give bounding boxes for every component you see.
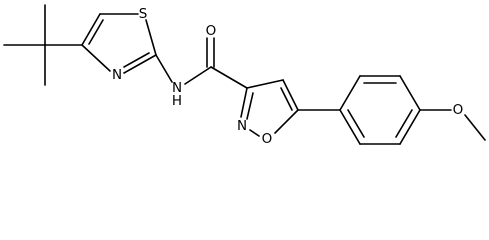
bond-ph-c6-c1-double — [347, 109, 365, 138]
phenyl-ring — [297, 75, 421, 145]
bond-iso-n2-c3 — [240, 87, 248, 118]
bond-iso-c5-o1 — [274, 109, 299, 134]
bond-ph-c6-c1 — [339, 109, 361, 145]
atom-isoxazole-nitrogen: N — [237, 118, 247, 134]
bond-ph-c4-c5-double — [395, 109, 413, 138]
thiazole-ring — [81, 13, 157, 74]
bond-c2-nh — [155, 54, 173, 83]
bond-ph-c1-c2 — [339, 75, 361, 111]
atom-thiazole-nitrogen: N — [112, 67, 122, 83]
atom-sulfur: S — [139, 6, 148, 22]
bond-c4-c5 — [81, 13, 101, 46]
molecule-canvas: S N N H O N O O — [3, 4, 486, 147]
bond-ph-c3-c4 — [399, 75, 421, 111]
bond-n3-c4 — [81, 44, 111, 72]
bond-c4-c5-double — [88, 19, 104, 45]
bond-nh-carbonyl — [184, 66, 212, 85]
bond-carbonyl-to-isoxazole — [210, 66, 248, 89]
tert-butyl-group — [3, 4, 83, 86]
atom-methoxy-oxygen: O — [453, 102, 464, 118]
bond-iso-c4-c5 — [282, 79, 299, 111]
methoxy-group — [419, 109, 486, 141]
bond-methoxy-o-to-methyl — [464, 114, 486, 141]
bond-c2-n3 — [123, 54, 157, 74]
atom-isoxazole-oxygen: O — [262, 131, 273, 147]
amide-linkage — [155, 37, 248, 89]
bond-ph-c4-c5 — [399, 109, 421, 145]
bond-iso-n2-c3-double — [246, 92, 254, 120]
molecule-structure: S N N H O N O O — [3, 4, 486, 147]
bond-iso-c3-c4 — [246, 79, 284, 89]
isoxazole-ring — [240, 79, 299, 137]
atom-carbonyl-oxygen: O — [206, 23, 217, 39]
atom-amide-nitrogen: N — [172, 80, 182, 96]
bond-iso-c4-c5-double — [280, 87, 293, 111]
atom-amide-hydrogen: H — [172, 93, 182, 109]
bond-s-c2 — [145, 19, 157, 56]
bond-iso-o1-n2 — [249, 129, 260, 137]
bond-c2-n3-double — [123, 52, 150, 68]
atom-labels: S N N H O N O O — [112, 6, 463, 147]
